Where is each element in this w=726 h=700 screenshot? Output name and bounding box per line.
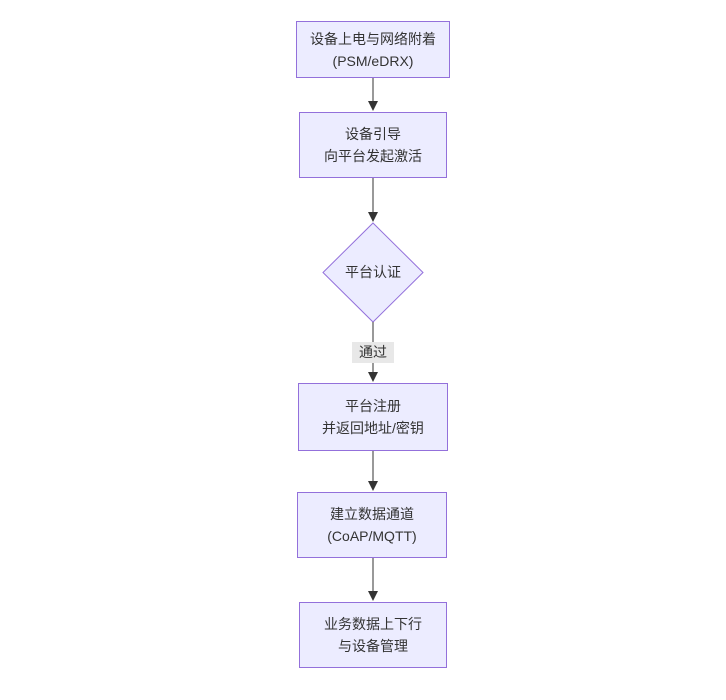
node-label-line: 平台注册 [345, 398, 401, 414]
node-business-data: 业务数据上下行 与设备管理 [299, 602, 447, 668]
node-label-line: 设备上电与网络附着 [310, 30, 436, 47]
node-label-line: 业务数据上下行 [324, 616, 422, 632]
node-device-bootstrap: 设备引导 向平台发起激活 [299, 112, 447, 178]
node-platform-auth-label: 平台认证 [345, 264, 401, 280]
node-label-line: 并返回地址/密钥 [322, 420, 424, 436]
node-label-line: 与设备管理 [338, 638, 408, 654]
node-device-power-attach: 设备上电与网络附着 (PSM/eDRX) [296, 21, 450, 78]
node-data-channel: 建立数据通道 (CoAP/MQTT) [297, 492, 447, 558]
node-label-line: 建立数据通道 [330, 506, 414, 522]
node-label-line: (CoAP/MQTT) [327, 528, 417, 544]
node-label-line: 向平台发起激活 [324, 148, 422, 164]
edge-label-pass: 通过 [352, 342, 394, 363]
node-platform-register: 平台注册 并返回地址/密钥 [298, 383, 448, 451]
node-label-line: 设备引导 [345, 126, 401, 142]
node-label-line: (PSM/eDRX) [332, 52, 414, 69]
